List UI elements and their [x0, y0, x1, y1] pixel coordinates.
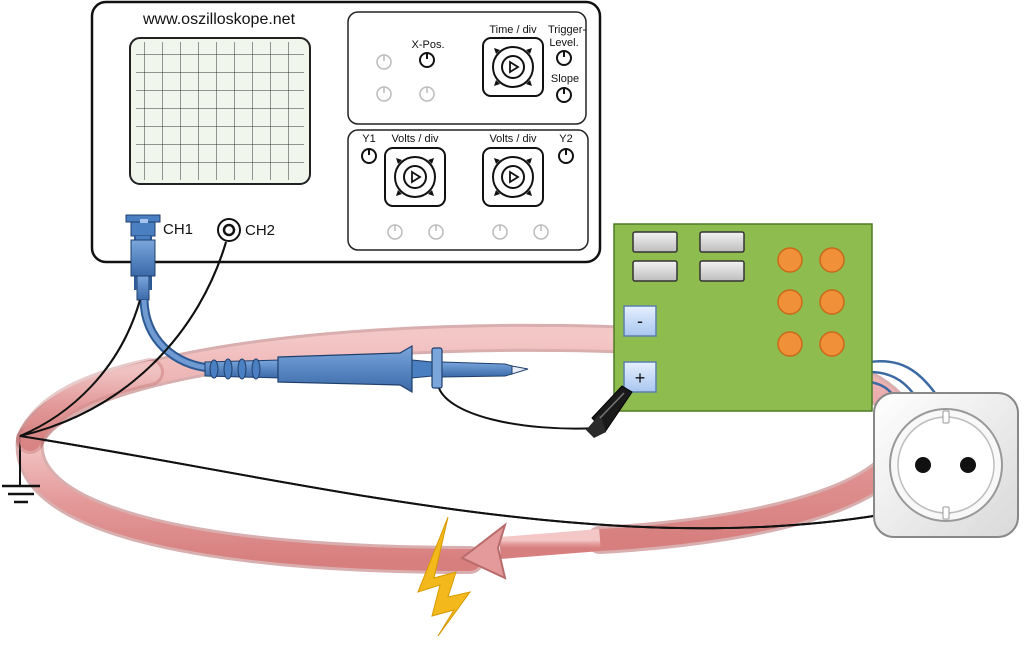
xpos-label: X-Pos. [411, 39, 444, 51]
oscilloscope: www.oszilloskope.net X-Pos. Time / div T… [90, 0, 602, 264]
minus-terminal[interactable]: - [623, 305, 657, 337]
ground-icon [2, 484, 40, 504]
volts-div-ch1-label: Volts / div [391, 133, 439, 145]
chip [699, 260, 745, 282]
chip [699, 231, 745, 253]
time-div-knob[interactable] [482, 37, 544, 97]
ch2-bnc-connector[interactable] [217, 218, 241, 242]
svg-text:-: - [637, 311, 643, 331]
chip [632, 260, 678, 282]
plus-terminal[interactable]: + [623, 361, 657, 393]
y2-label: Y2 [559, 133, 572, 145]
time-div-label: Time / div [489, 24, 537, 36]
svg-text:+: + [635, 368, 646, 388]
oscilloscope-screen [129, 37, 311, 185]
ch1-bnc-connector[interactable] [125, 214, 161, 237]
trigger-label: Trigger- [548, 24, 586, 36]
circuit-board: - + [613, 223, 937, 412]
current-loop-arrow [460, 522, 507, 580]
ch2-label: CH2 [245, 222, 275, 239]
chip [632, 231, 678, 253]
y1-label: Y1 [362, 133, 375, 145]
trigger-level-label: Level. [549, 37, 578, 49]
probe[interactable] [130, 236, 529, 394]
volts-div-ch1-knob[interactable] [384, 147, 446, 207]
ch1-label: CH1 [163, 221, 193, 238]
lightning-icon [417, 516, 472, 637]
website-label: www.oszilloskope.net [142, 11, 296, 28]
component-grid [777, 247, 845, 357]
ground-clip[interactable] [586, 385, 633, 438]
power-socket-icon [873, 392, 1019, 538]
slope-label: Slope [551, 73, 579, 85]
volts-div-ch2-knob[interactable] [482, 147, 544, 207]
faded-knob-row [387, 224, 549, 240]
ground-wires-front [19, 241, 881, 530]
volts-div-ch2-label: Volts / div [489, 133, 537, 145]
